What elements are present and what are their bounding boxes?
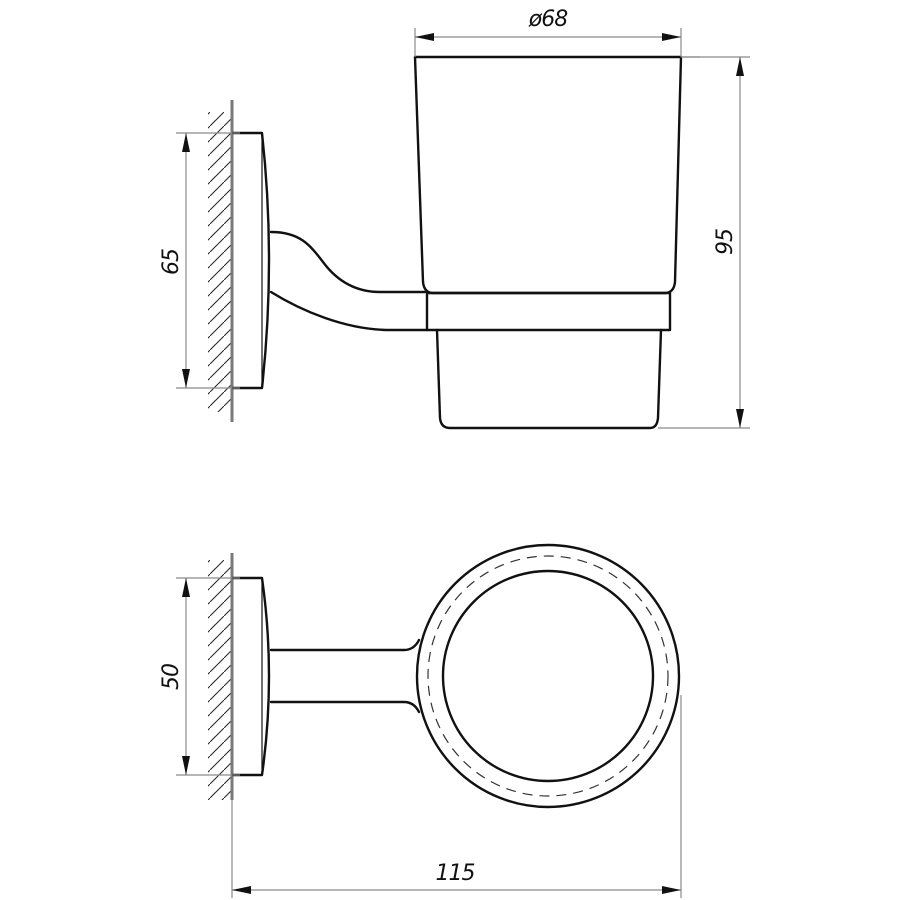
- cup-upper: [413, 55, 683, 295]
- wall-hatching: [208, 560, 232, 800]
- holder-arm-upper: [269, 230, 427, 294]
- dimension-95: 95: [658, 56, 750, 429]
- dimension-115: 115: [231, 695, 682, 898]
- dimension-label-95: 95: [713, 229, 738, 255]
- side-view: 65 95 ø68: [159, 7, 750, 430]
- wall-hatching: [208, 112, 232, 412]
- holder-ring-outer: [415, 543, 681, 809]
- dimension-label-115: 115: [436, 861, 475, 886]
- holder-ring-hidden-edge: [427, 555, 669, 797]
- dimension-50: 50: [159, 577, 240, 776]
- dimension-68: ø68: [414, 7, 700, 58]
- cup-lower: [435, 328, 663, 430]
- holder-ring-inner: [441, 569, 655, 783]
- wall-plate: [231, 131, 271, 390]
- holder-arm-upper: [269, 638, 421, 652]
- dimension-label-50: 50: [159, 664, 184, 690]
- top-view: 50 115: [159, 543, 682, 898]
- wall-plate: [231, 576, 271, 777]
- holder-ring-band: [425, 291, 672, 332]
- holder-arm-lower: [269, 700, 421, 714]
- dimension-label-68: ø68: [528, 7, 568, 32]
- dimension-label-65: 65: [159, 249, 184, 275]
- holder-arm-lower: [269, 290, 429, 332]
- dimension-65: 65: [159, 132, 240, 389]
